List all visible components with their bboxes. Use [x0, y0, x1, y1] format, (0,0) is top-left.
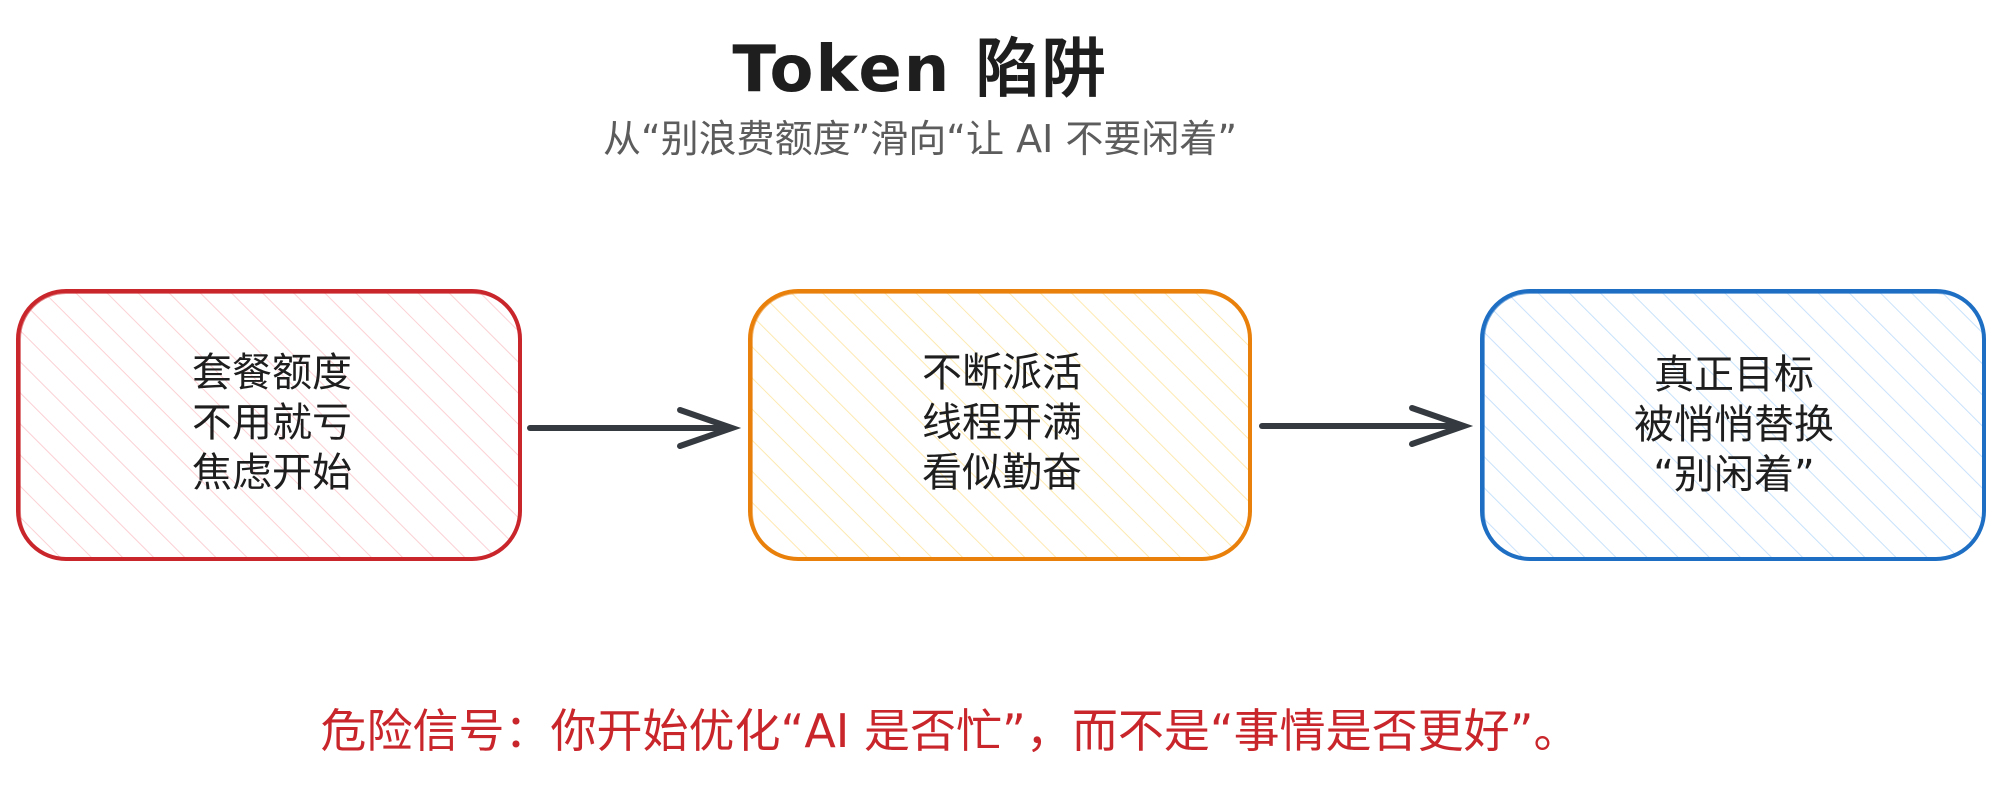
box-1-line-2: 不用就亏: [192, 400, 352, 446]
box-1-line-1: 套餐额度: [192, 350, 352, 396]
box-3-text: 真正目标 被悄悄替换 “别闲着”: [1484, 350, 1984, 500]
box-goal-replaced: [1480, 289, 1986, 561]
diagram-subtitle: 从“别浪费额度”滑向“让 AI 不要闲着”: [602, 117, 1238, 161]
box-3-line-1: 真正目标: [1654, 352, 1814, 398]
box-3-line-3: “别闲着”: [1653, 452, 1815, 498]
box-2-line-3: 看似勤奋: [922, 450, 1082, 496]
box-2-text: 不断派活 线程开满 看似勤奋: [752, 348, 1252, 498]
box-busy-work: [748, 289, 1252, 561]
box-2-line-1: 不断派活: [922, 350, 1082, 396]
box-2-line-2: 线程开满: [922, 400, 1082, 446]
arrow-1-to-2: [527, 407, 742, 449]
warning-signal: 危险信号：你开始优化“AI 是否忙”，而不是“事情是否更好”。: [320, 704, 1580, 758]
box-1-line-3: 焦虑开始: [192, 450, 352, 496]
box-3-line-2: 被悄悄替换: [1634, 402, 1834, 448]
arrow-2-to-3: [1259, 405, 1474, 447]
box-quota-anxiety: [16, 289, 522, 561]
diagram-title: Token 陷阱: [732, 33, 1108, 107]
box-1-text: 套餐额度 不用就亏 焦虑开始: [22, 348, 522, 498]
